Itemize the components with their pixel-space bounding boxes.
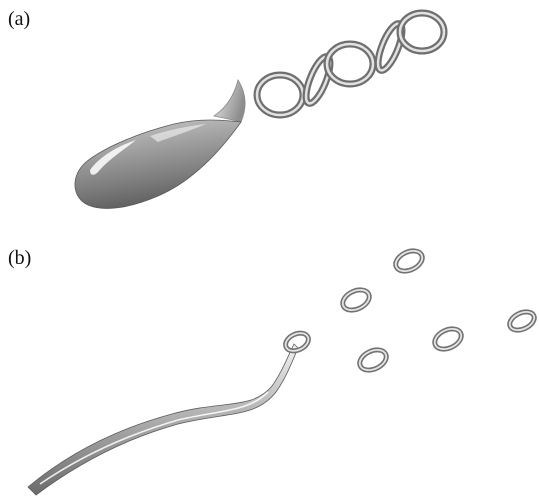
vortex-ring-b4 bbox=[357, 346, 390, 374]
vortex-ring-a5 bbox=[400, 13, 444, 51]
panel-a-illustration bbox=[75, 13, 444, 208]
vortex-ring-b6 bbox=[507, 308, 537, 333]
vortex-ring-a3 bbox=[327, 44, 373, 84]
vortex-ring-a1 bbox=[257, 75, 303, 115]
vortex-rings-b bbox=[283, 247, 537, 374]
panel-b-illustration bbox=[28, 247, 537, 495]
vortex-ring-b2 bbox=[340, 286, 373, 314]
ribbon-body-b bbox=[28, 344, 298, 495]
vortex-ring-b3 bbox=[393, 247, 426, 275]
wake-sheet-a bbox=[214, 80, 245, 122]
vortex-ring-b1 bbox=[283, 330, 312, 355]
vortex-ring-chain-a bbox=[257, 13, 444, 115]
vortex-ring-b5 bbox=[432, 325, 465, 353]
